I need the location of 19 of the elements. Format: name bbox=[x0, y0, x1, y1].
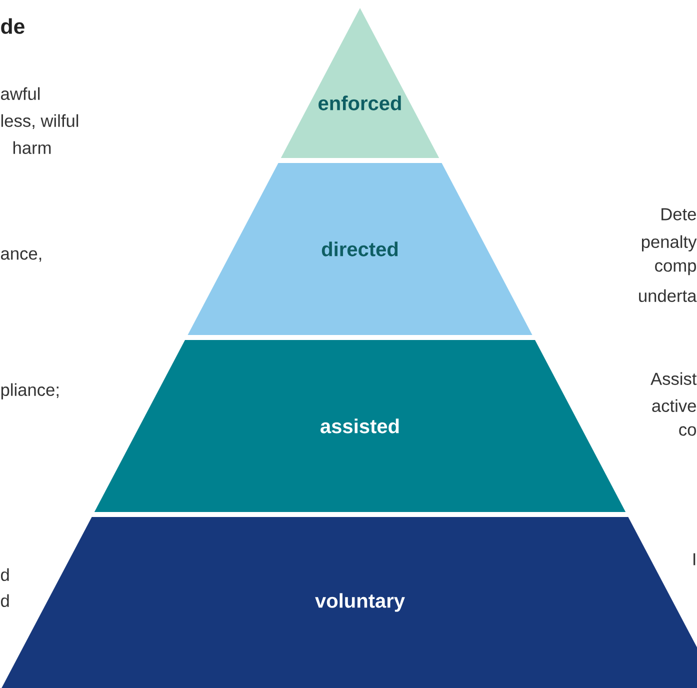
side-text: d bbox=[1, 568, 9, 581]
side-text: d bbox=[1, 594, 9, 607]
side-text: harm bbox=[13, 141, 51, 154]
side-text: Assist bbox=[650, 372, 697, 385]
side-text: active bbox=[652, 399, 696, 412]
heading: de bbox=[1, 18, 24, 34]
side-text: ance, bbox=[1, 250, 42, 262]
side-text: co bbox=[679, 426, 696, 436]
side-text: I bbox=[694, 553, 696, 566]
side-text: less, wilful bbox=[1, 114, 78, 130]
side-text: comp bbox=[655, 262, 696, 276]
pyramid-level: assisted bbox=[94, 340, 626, 512]
pyramid-level: enforced bbox=[280, 8, 440, 158]
side-text: pliance; bbox=[1, 383, 58, 400]
side-text: penalty bbox=[642, 235, 697, 252]
side-text: Dete bbox=[662, 208, 696, 220]
side-text: underta bbox=[639, 289, 697, 302]
side-text: awful bbox=[1, 87, 40, 100]
pyramid-level: directed bbox=[188, 163, 532, 335]
